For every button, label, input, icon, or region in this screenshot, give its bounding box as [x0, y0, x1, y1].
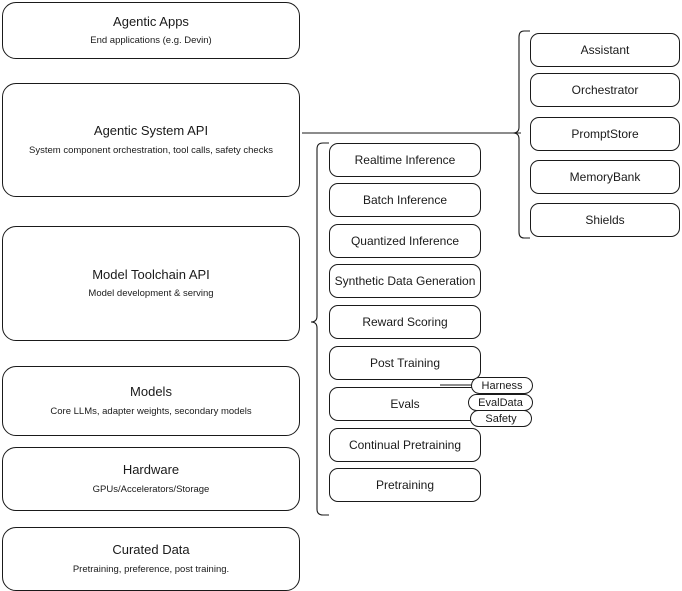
layer-subtitle: Pretraining, preference, post training.	[72, 563, 230, 575]
eval-badge-label: Harness	[481, 379, 523, 392]
agentic-component-label: Shields	[585, 212, 625, 227]
agentic-component-assistant[interactable]: Assistant	[530, 33, 680, 67]
layer-subtitle: Core LLMs, adapter weights, secondary mo…	[50, 405, 252, 417]
agentic-component-label: PromptStore	[571, 126, 639, 141]
agentic-component-label: Assistant	[580, 42, 630, 57]
eval-badge-label: Safety	[485, 412, 517, 425]
layer-hardware[interactable]: Hardware GPUs/Accelerators/Storage	[2, 447, 300, 511]
capability-pretraining[interactable]: Pretraining	[329, 468, 481, 502]
layer-title: Agentic System API	[93, 123, 209, 139]
layer-subtitle: System component orchestration, tool cal…	[29, 144, 273, 156]
agentic-components-bracket-top	[512, 30, 530, 134]
agentic-component-orchestrator[interactable]: Orchestrator	[530, 73, 680, 107]
eval-badge-harness[interactable]: Harness	[471, 377, 533, 394]
capability-continual-pretraining[interactable]: Continual Pretraining	[329, 428, 481, 462]
layer-title: Agentic Apps	[113, 13, 189, 29]
layer-subtitle: Model development & serving	[88, 288, 214, 300]
agentic-components-bracket-bottom	[512, 132, 530, 239]
capability-realtime-inference[interactable]: Realtime Inference	[329, 143, 481, 177]
agentic-component-shields[interactable]: Shields	[530, 203, 680, 237]
capability-label: Quantized Inference	[350, 233, 460, 248]
layer-title: Curated Data	[112, 542, 190, 558]
eval-badge-label: EvalData	[478, 396, 523, 409]
agentic-component-memorybank[interactable]: MemoryBank	[530, 160, 680, 194]
capability-label: Batch Inference	[362, 192, 448, 207]
agentic-component-label: Orchestrator	[571, 82, 639, 97]
capability-label: Reward Scoring	[362, 314, 448, 329]
layer-title: Hardware	[122, 462, 180, 478]
capability-quantized-inference[interactable]: Quantized Inference	[329, 224, 481, 258]
layer-subtitle: End applications (e.g. Devin)	[90, 35, 212, 47]
layer-models[interactable]: Models Core LLMs, adapter weights, secon…	[2, 366, 300, 436]
eval-badge-safety[interactable]: Safety	[470, 410, 532, 427]
capability-label: Realtime Inference	[354, 152, 456, 167]
capability-label: Synthetic Data Generation	[334, 273, 476, 288]
agentic-component-label: MemoryBank	[569, 169, 641, 184]
capability-post-training[interactable]: Post Training	[329, 346, 481, 380]
toolchain-capabilities-bracket-bottom	[310, 321, 329, 516]
capability-evals[interactable]: Evals	[329, 387, 481, 421]
capability-label: Post Training	[369, 355, 441, 370]
layer-title: Models	[130, 384, 172, 400]
capability-label: Evals	[390, 396, 420, 411]
capability-batch-inference[interactable]: Batch Inference	[329, 183, 481, 217]
layer-curated-data[interactable]: Curated Data Pretraining, preference, po…	[2, 527, 300, 591]
toolchain-capabilities-bracket-top	[310, 142, 329, 323]
layer-agentic-system-api[interactable]: Agentic System API System component orch…	[2, 83, 300, 197]
eval-badge-evaldata[interactable]: EvalData	[468, 394, 533, 411]
layer-subtitle: GPUs/Accelerators/Storage	[92, 483, 210, 495]
capability-label: Continual Pretraining	[348, 437, 462, 452]
agentic-component-promptstore[interactable]: PromptStore	[530, 117, 680, 151]
layer-title: Model Toolchain API	[92, 266, 210, 282]
capability-label: Pretraining	[375, 477, 435, 492]
layer-model-toolchain-api[interactable]: Model Toolchain API Model development & …	[2, 226, 300, 341]
capability-synthetic-data-generation[interactable]: Synthetic Data Generation	[329, 264, 481, 298]
layer-agentic-apps[interactable]: Agentic Apps End applications (e.g. Devi…	[2, 2, 300, 59]
capability-reward-scoring[interactable]: Reward Scoring	[329, 305, 481, 339]
